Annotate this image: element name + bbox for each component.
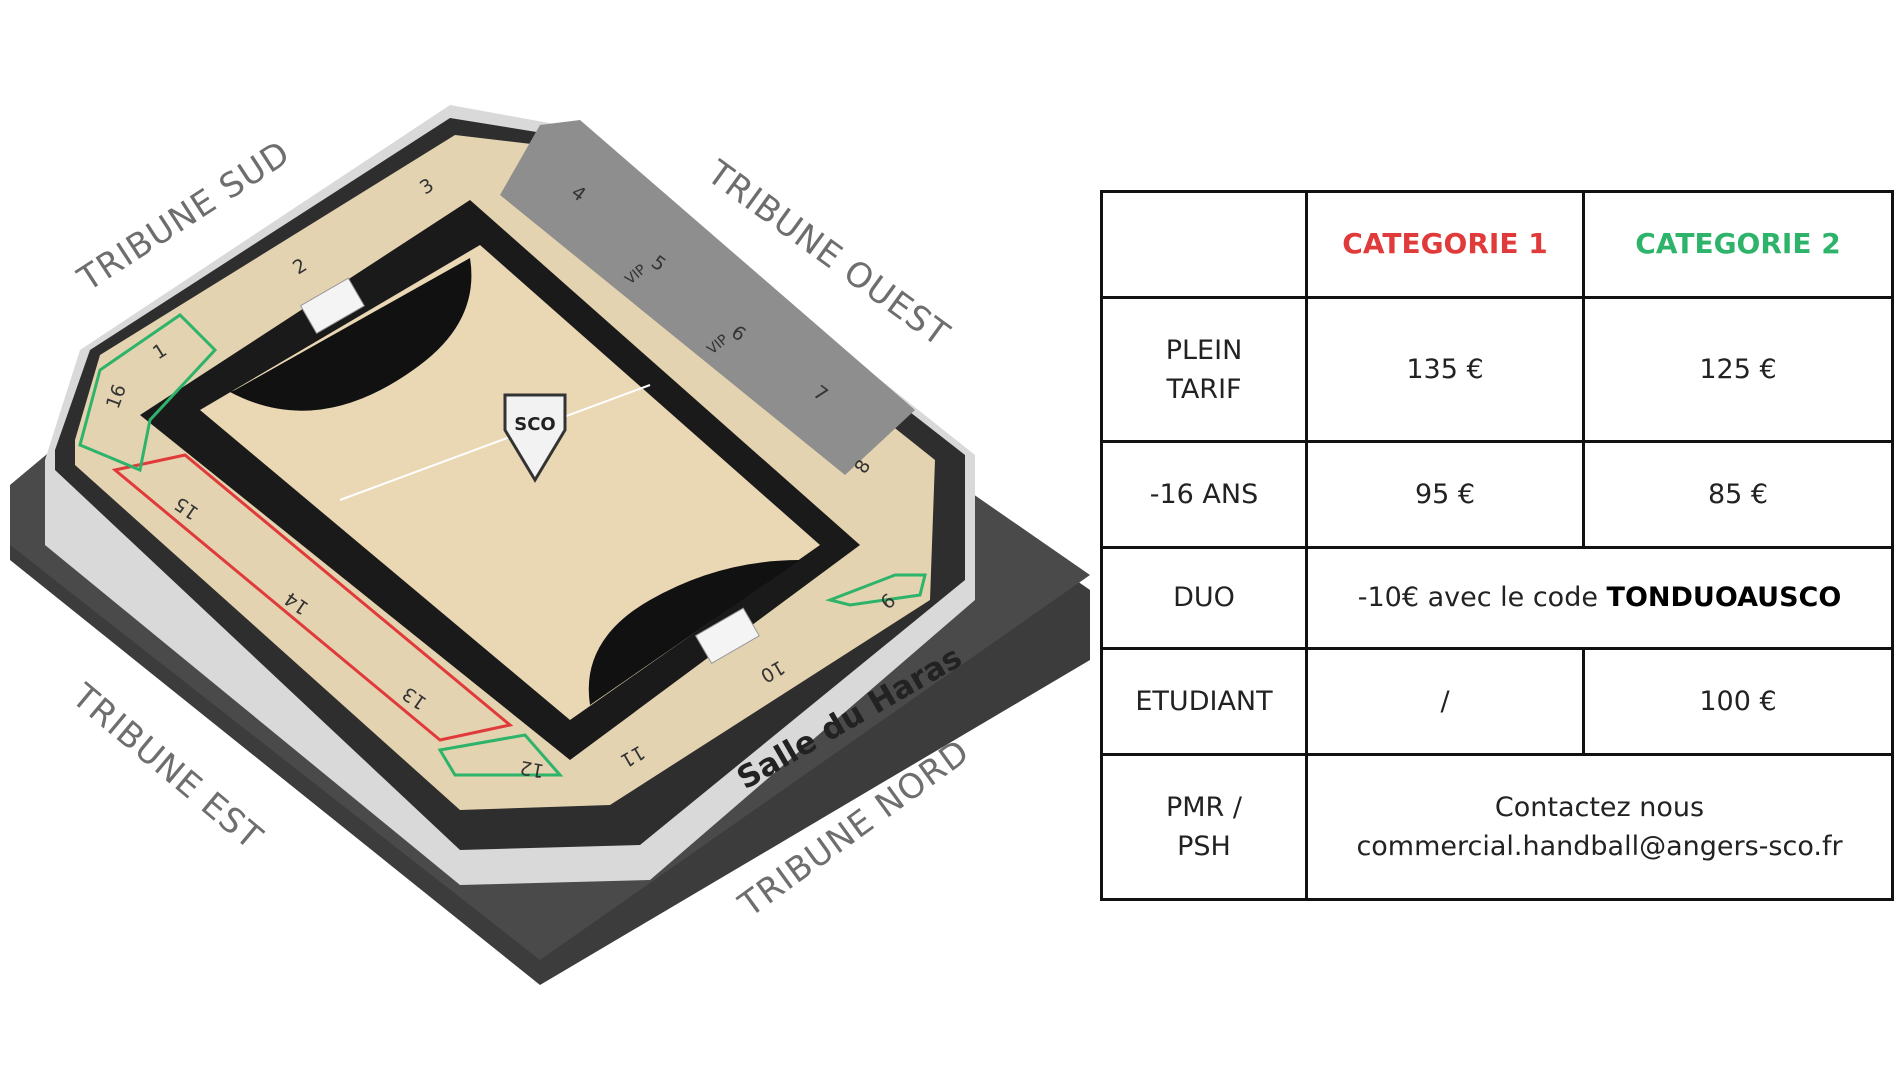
section-12: 12 xyxy=(518,756,546,782)
plein-tarif-cat1: 135 € xyxy=(1305,296,1585,444)
stand-ouest-seats xyxy=(500,120,915,475)
plein-tarif-cat2: 125 € xyxy=(1582,296,1894,444)
moins16-label: -16 ANS xyxy=(1100,440,1308,550)
category-1-zone xyxy=(111,453,514,742)
header-row: CATEGORIE 1 CATEGORIE 2 xyxy=(1100,189,1894,300)
arena-seating-map: SCO TRIBUNE SUD TRIBUNE OUEST TRIBUNE ES… xyxy=(10,105,1090,985)
pmr-email-link[interactable]: commercial.handball@angers-sco.fr xyxy=(1356,830,1843,862)
court-centre-line xyxy=(339,384,651,501)
goal-area-bottom xyxy=(588,560,800,705)
duo-promo-code: TONDUOAUSCO xyxy=(1606,582,1842,614)
sco-logo-shield xyxy=(503,393,567,483)
header-empty-cell xyxy=(1100,189,1308,300)
moins16-cat1: 95 € xyxy=(1305,440,1585,550)
goal-bottom xyxy=(694,607,760,665)
category-2-zone-12 xyxy=(437,733,564,777)
etudiant-label: ETUDIANT xyxy=(1100,646,1308,756)
etudiant-cat1: / xyxy=(1305,646,1585,756)
sco-logo-text: SCO xyxy=(514,414,555,435)
category-2-zone-9 xyxy=(825,573,927,607)
category-2-zone-1-16 xyxy=(78,313,218,473)
goal-top xyxy=(299,277,365,335)
moins16-cat2: 85 € xyxy=(1582,440,1894,550)
header-cat2: CATEGORIE 2 xyxy=(1582,189,1894,300)
duo-offer: -10€ avec le code TONDUOAUSCO xyxy=(1305,546,1894,650)
etudiant-cat2: 100 € xyxy=(1582,646,1894,756)
duo-label: DUO xyxy=(1100,546,1308,650)
row-16-ans: -16 ANS 95 € 85 € xyxy=(1100,440,1894,550)
goal-area-top xyxy=(230,258,472,411)
row-duo: DUO -10€ avec le code TONDUOAUSCO xyxy=(1100,546,1894,650)
header-cat1: CATEGORIE 1 xyxy=(1305,189,1585,300)
row-etudiant: ETUDIANT / 100 € xyxy=(1100,646,1894,756)
pmr-label: PMR /PSH xyxy=(1100,752,1308,902)
